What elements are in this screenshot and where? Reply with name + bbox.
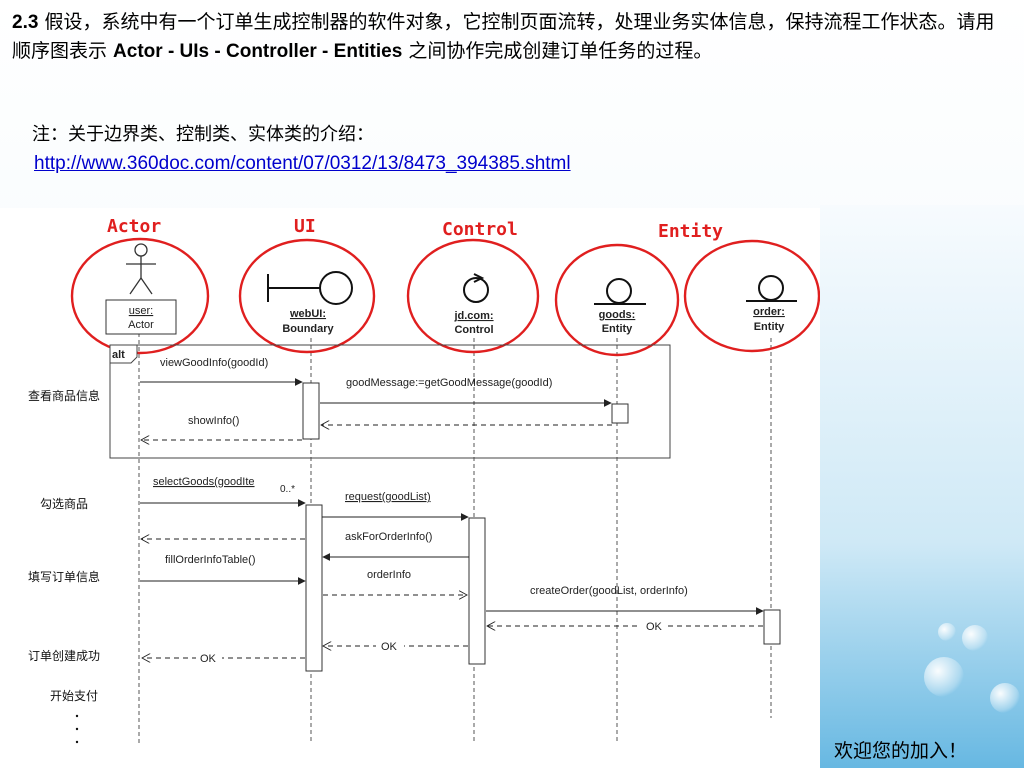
category-label-entity: Entity xyxy=(658,221,723,242)
alt-fragment-label: alt xyxy=(112,349,125,361)
highlight-circle-actor xyxy=(70,237,210,355)
step-label-fill: 填写订单信息 xyxy=(28,569,100,584)
welcome-text: 欢迎您的加入！ xyxy=(834,740,968,762)
lifeline-goods-type: Entity xyxy=(602,323,633,335)
heading-text-1: 假设，系统中有一个订单生成控制器的软件对象，它控制页面流转，处理业务实体信息，保… xyxy=(12,11,995,62)
lifeline-order-name: order: xyxy=(753,306,785,318)
lifeline-box-user xyxy=(105,299,177,335)
reference-link[interactable]: http://www.360doc.com/content/07/0312/13… xyxy=(34,153,571,174)
continuation-dot xyxy=(75,727,79,731)
activation-webui-1 xyxy=(302,382,320,440)
decorative-water-panel xyxy=(820,205,1024,768)
category-label-control: Control xyxy=(442,219,518,240)
bubble-decoration xyxy=(938,623,956,641)
message-get-good-message: goodMessage:=getGoodMessage(goodId) xyxy=(346,377,552,389)
highlight-circle-ui xyxy=(238,238,376,354)
sequence-diagram: Actor UI Control Entity user: Actor webU… xyxy=(28,216,820,744)
alt-fragment-tab xyxy=(109,344,138,364)
note-block: 注：关于边界类、控制类、实体类的介绍： http://www.360doc.co… xyxy=(32,120,792,178)
question-number: 2.3 xyxy=(12,12,39,33)
category-label-ui: UI xyxy=(294,216,316,237)
lifeline-webui-type: Boundary xyxy=(282,323,334,335)
step-label-success: 订单创建成功 xyxy=(28,649,100,663)
lifeline-jdcom-name: jd.com: xyxy=(453,310,493,322)
message-ask-for-order-info: askForOrderInfo() xyxy=(345,531,432,543)
message-show-info: showInfo() xyxy=(188,415,239,427)
activation-jdcom xyxy=(468,517,486,665)
step-label-view: 查看商品信息 xyxy=(28,388,100,403)
message-order-info: orderInfo xyxy=(367,569,411,581)
message-fill-order-info-table: fillOrderInfoTable() xyxy=(165,554,255,566)
message-view-good-info: viewGoodInfo(goodId) xyxy=(160,357,268,369)
control-icon xyxy=(463,273,489,303)
message-create-order: createOrder(goodList, orderInfo) xyxy=(530,585,688,597)
bubble-decoration xyxy=(924,657,964,697)
highlight-circle-control xyxy=(406,238,540,354)
slide-heading: 2.3 假设，系统中有一个订单生成控制器的软件对象，它控制页面流转，处理业务实体… xyxy=(12,8,1012,66)
lifeline-goods-name: goods: xyxy=(599,309,636,321)
message-request: request(goodList) xyxy=(345,491,431,503)
entity-icon xyxy=(746,275,797,302)
activation-order xyxy=(763,609,781,645)
lifeline-user-type: Actor xyxy=(128,319,154,331)
activation-goods xyxy=(611,403,629,424)
heading-emphasis: Actor - UIs - Controller - Entities xyxy=(113,41,403,62)
lifeline-jdcom-type: Control xyxy=(454,324,493,336)
continuation-dot xyxy=(75,740,79,744)
highlight-circle-goods xyxy=(554,243,680,357)
lifeline-order-type: Entity xyxy=(754,321,785,333)
continuation-dot xyxy=(75,714,79,718)
boundary-icon xyxy=(267,271,353,305)
bubble-decoration xyxy=(990,683,1020,713)
highlight-circle-order xyxy=(683,239,820,353)
activation-webui-2 xyxy=(305,504,323,672)
message-ok-order-bg xyxy=(640,619,668,633)
message-ok-user: OK xyxy=(200,653,217,665)
step-label-pay: 开始支付 xyxy=(50,689,98,703)
multiplicity-label: 0..* xyxy=(280,484,295,495)
message-ok-order: OK xyxy=(646,621,663,633)
message-select-goods: selectGoods(goodIte xyxy=(153,476,255,488)
lifeline-webui-name: webUI: xyxy=(289,308,326,320)
step-label-select: 勾选商品 xyxy=(40,496,88,511)
category-label-actor: Actor xyxy=(107,216,161,237)
note-label: 注：关于边界类、控制类、实体类的介绍： xyxy=(32,124,374,145)
message-ok-control: OK xyxy=(381,641,398,653)
actor-stick-figure-icon xyxy=(126,243,156,295)
bubble-decoration xyxy=(962,625,988,651)
entity-icon xyxy=(594,278,646,305)
heading-text-2: 之间协作完成创建订单任务的过程。 xyxy=(402,40,713,62)
alt-fragment xyxy=(109,344,671,459)
message-ok-control-bg xyxy=(376,639,404,653)
lifeline-user-name: user: xyxy=(129,305,153,317)
message-ok-user-bg xyxy=(196,651,222,665)
